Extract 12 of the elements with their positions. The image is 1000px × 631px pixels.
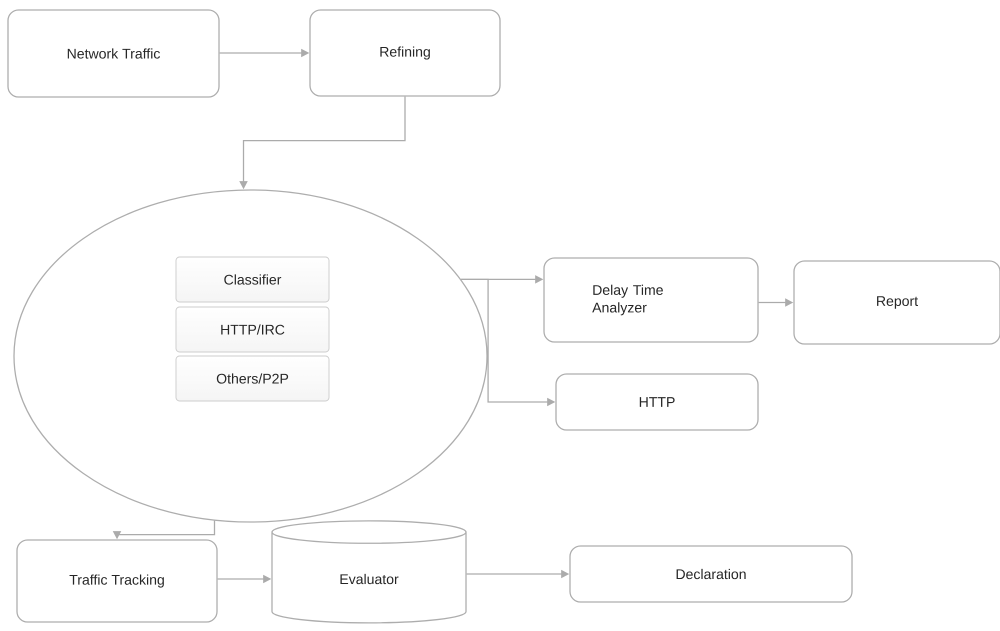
process-box: Declaration — [569, 545, 853, 603]
category-box: Others/P2P — [176, 356, 330, 402]
module-ellipse — [13, 189, 488, 523]
process-box: HTTP — [555, 373, 759, 431]
process-box: Delay Time Analyzer — [543, 257, 759, 343]
process-box: Network Traffic — [7, 9, 220, 98]
database-cylinder: Evaluator — [271, 520, 467, 624]
process-box: Refining — [309, 9, 501, 97]
process-box: Report — [793, 260, 1000, 345]
category-box: HTTP/IRC — [176, 306, 330, 352]
category-box: Classifier — [176, 256, 330, 302]
process-box: Traffic Tracking — [16, 539, 218, 623]
